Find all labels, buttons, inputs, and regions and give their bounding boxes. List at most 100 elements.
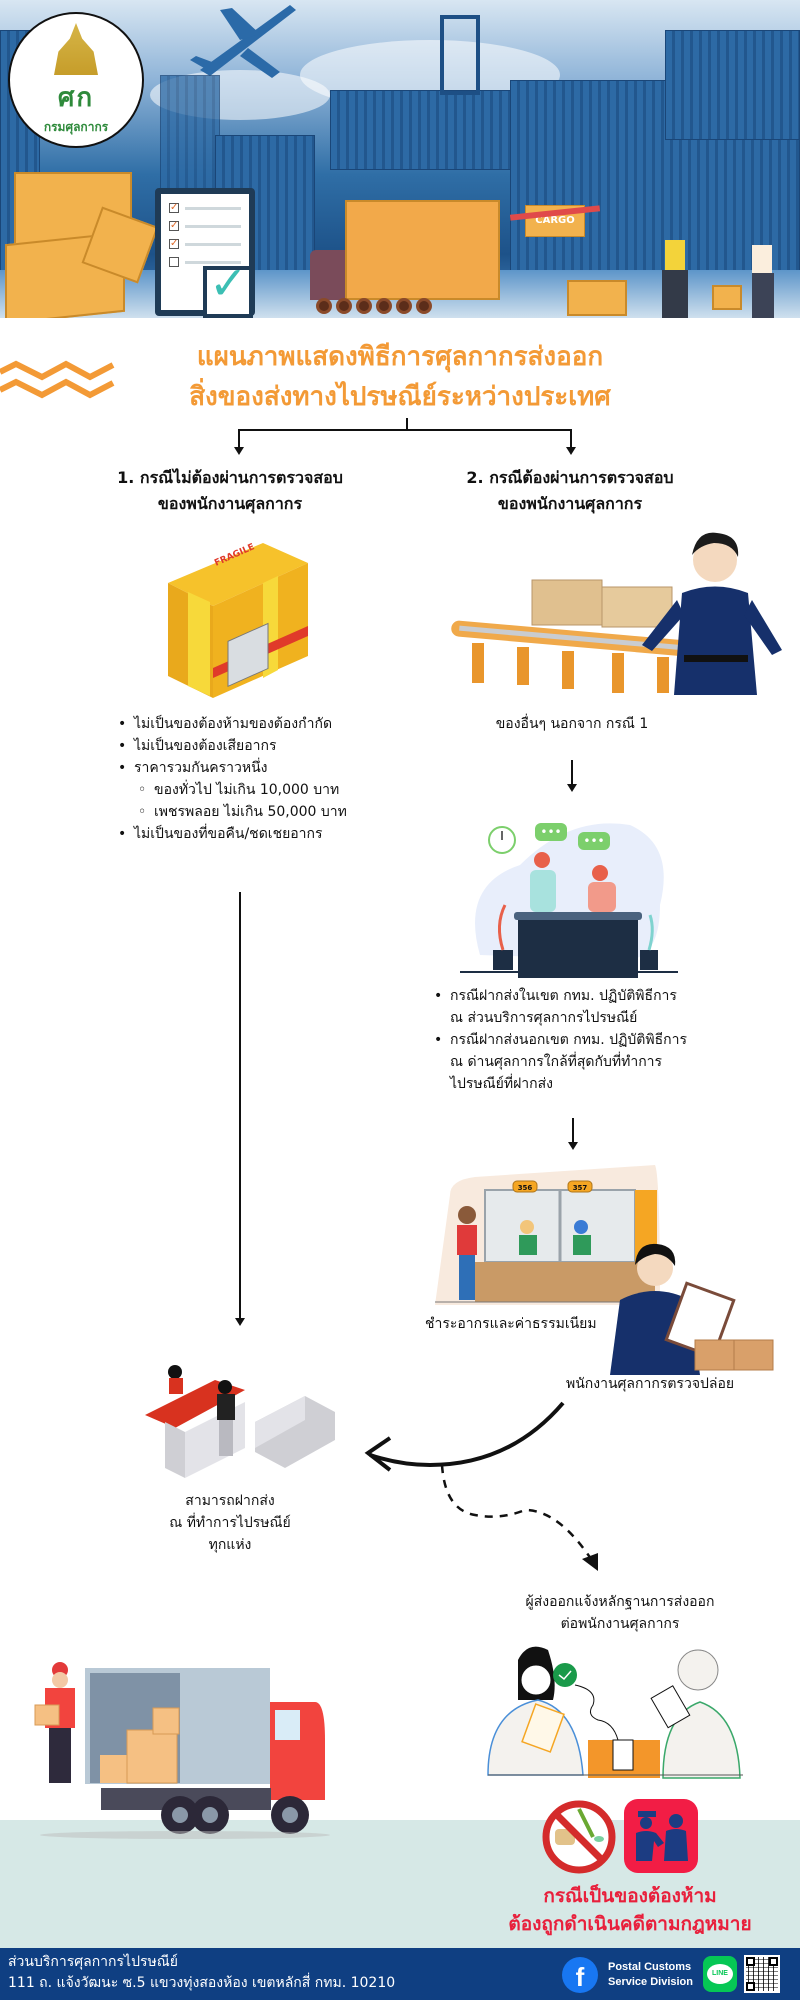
post-office-counter-illustration [145, 1365, 335, 1478]
case-2-heading: 2. กรณีต้องผ่านการตรวจสอบ ของพนักงานศุลก… [400, 465, 740, 517]
flow-line [572, 1118, 574, 1144]
procedure-text: ไปรษณีย์ที่ฝากส่ง [450, 1076, 554, 1092]
warning-line-1: กรณีเป็นของต้องห้าม [543, 1885, 717, 1907]
dashed-curve-arrow [440, 1464, 597, 1566]
line-app-icon[interactable]: LINE [703, 1956, 737, 1992]
svg-text:•••: ••• [540, 825, 561, 839]
prohibited-drugs-icon [542, 1800, 616, 1874]
arrow-down-icon [566, 447, 576, 455]
solid-curve-arrow [369, 1401, 565, 1468]
branch-bar [238, 429, 572, 431]
facebook-label-line: Service Division [608, 1976, 693, 1988]
arrow-down-icon [568, 1142, 578, 1150]
arrow-down-icon [567, 784, 577, 792]
arrow-down-icon [234, 447, 244, 455]
post-office-line: สามารถฝากส่ง [185, 1493, 275, 1509]
worker-vest [665, 240, 685, 270]
logo-mark: ศก [57, 83, 95, 113]
check-card: ✓ [203, 260, 253, 318]
post-office-caption: สามารถฝากส่ง ณ ที่ทำการไปรษณีย์ ทุกแห่ง [130, 1490, 330, 1556]
conveyor-officer-illustration [451, 532, 782, 695]
title-line-1: แผนภาพแสดงพิธีการศุลกากรส่งออก [196, 342, 604, 372]
facebook-label-line: Postal Customs [608, 1961, 692, 1973]
branch-right-line [570, 429, 572, 449]
exporter-notice-caption: ผู้ส่งออกแจ้งหลักฐานการส่งออก ต่อพนักงาน… [480, 1591, 760, 1635]
condition-item: ไม่เป็นของต้องห้ามของต้องกำกัด [116, 713, 436, 735]
case-1-heading-line-2: ของพนักงานศุลกากร [157, 494, 303, 513]
line-label: LINE [707, 1964, 733, 1984]
truck-container [345, 200, 500, 300]
condition-item: ราคารวมกันคราวหนึ่ง [116, 757, 436, 779]
other-goods-caption: ของอื่นๆ นอกจาก กรณี 1 [495, 716, 649, 732]
procedure-text: กรณีฝากส่งนอกเขต กทม. ปฏิบัติพิธีการ [450, 1032, 687, 1048]
case-1-heading-line-1: 1. กรณีไม่ต้องผ่านการตรวจสอบ [117, 468, 343, 487]
svg-text:356: 356 [518, 1184, 533, 1192]
exporter-notice-line: ต่อพนักงานศุลกากร [560, 1616, 680, 1632]
condition-item: ไม่เป็นของที่ขอคืน/ชดเชยอากร [116, 823, 436, 845]
procedure-item: กรณีฝากส่งนอกเขต กทม. ปฏิบัติพิธีการ ณ ด… [432, 1029, 762, 1095]
case-2-heading-line-2: ของพนักงานศุลกากร [497, 494, 643, 513]
truck-cab [310, 250, 350, 300]
consultation-illustration: ••• ••• [460, 823, 678, 978]
price-limit-item: ของทั่วไป ไม่เกิน 10,000 บาท [116, 779, 436, 801]
warning-line-2: ต้องถูกดำเนินคดีตามกฎหมาย [508, 1913, 752, 1935]
delivery-truck-illustration [34, 1662, 330, 1839]
post-office-line: ณ ที่ทำการไปรษณีย์ [169, 1515, 291, 1531]
case-1-flow-line [239, 892, 241, 1322]
exporter-officer-illustration [487, 1646, 743, 1779]
flow-curves [364, 1401, 598, 1571]
arrow-head-down-icon [582, 1553, 598, 1571]
parcel-box [567, 280, 627, 316]
officer-release-caption: พนักงานศุลกากรตรวจปล่อย [566, 1376, 735, 1392]
customs-officer-illustration [610, 1243, 774, 1375]
branch-stem [406, 418, 408, 430]
exporter-notice-line: ผู้ส่งออกแจ้งหลักฐานการส่งออก [525, 1594, 715, 1610]
worker-legs [662, 270, 688, 318]
svg-text:•••: ••• [583, 834, 604, 848]
payment-counter-illustration: 356 357 [435, 1165, 660, 1305]
post-office-line: ทุกแห่ง [208, 1537, 252, 1553]
trolley-box [712, 285, 742, 310]
worker-shirt [752, 245, 772, 273]
worker-legs [752, 273, 774, 318]
procedure-text: ณ ส่วนบริการศุลกากรไปรษณีย์ [450, 1010, 638, 1026]
procedure-item: กรณีฝากส่งในเขต กทม. ปฏิบัติพิธีการ ณ ส่… [432, 985, 762, 1029]
logo-text: กรมศุลกากร [43, 120, 109, 134]
flow-line [571, 760, 573, 786]
price-limit-item: เพชรพลอย ไม่เกิน 50,000 บาท [116, 801, 436, 823]
footer-org: ส่วนบริการศุลกากรไปรษณีย์ [8, 1954, 178, 1970]
arrow-head-left-icon [364, 1436, 392, 1472]
footer-contact: ส่วนบริการศุลกากรไปรษณีย์ 111 ถ. แจ้งวัฒ… [8, 1952, 395, 1994]
pay-duty-caption: ชำระอากรและค่าธรรมเนียม [425, 1316, 597, 1332]
page-title: แผนภาพแสดงพิธีการศุลกากรส่งออก สิ่งของส่… [100, 337, 700, 417]
svg-text:357: 357 [573, 1184, 588, 1192]
case-2-heading-line-1: 2. กรณีต้องผ่านการตรวจสอบ [466, 468, 674, 487]
facebook-page-link[interactable]: Postal Customs Service Division [608, 1960, 693, 1990]
procedure-text: ณ ด่านศุลกากรใกล้ที่สุดกับที่ทำการ [450, 1054, 663, 1070]
crane-frame [440, 15, 480, 95]
condition-item: ไม่เป็นของต้องเสียอากร [116, 735, 436, 757]
footer: ส่วนบริการศุลกากรไปรษณีย์ 111 ถ. แจ้งวัฒ… [0, 1948, 800, 2000]
airplane-icon [190, 5, 296, 78]
facebook-icon[interactable]: f [562, 1957, 598, 1993]
logo-crown-icon [54, 23, 98, 75]
case-1-heading: 1. กรณีไม่ต้องผ่านการตรวจสอบ ของพนักงานศ… [60, 465, 400, 517]
truck-wheels [316, 298, 432, 314]
container-stack [665, 30, 800, 140]
title-line-2: สิ่งของส่งทางไปรษณีย์ระหว่างประเทศ [189, 382, 611, 412]
checkmark-icon: ✓ [209, 256, 248, 310]
footer-address: 111 ถ. แจ้งวัฒนะ ซ.5 แขวงทุ่งสองห้อง เขต… [8, 1975, 396, 1991]
container-stack [330, 90, 530, 170]
fragile-parcel-icon: FRAGILE [168, 542, 308, 698]
branch-left-line [238, 429, 240, 449]
line-qr-code[interactable] [744, 1955, 780, 1993]
zigzag-decoration-icon [0, 360, 115, 399]
case-2-procedures: กรณีฝากส่งในเขต กทม. ปฏิบัติพิธีการ ณ ส่… [432, 985, 762, 1095]
hero-banner: ศก กรมศุลกากร ✓ ✓ ✓ ✓ CARGO [0, 0, 800, 318]
arrow-down-icon [235, 1318, 245, 1326]
prohibited-warning: กรณีเป็นของต้องห้าม ต้องถูกดำเนินคดีตามก… [470, 1882, 790, 1938]
arrest-icon [624, 1799, 698, 1873]
case-1-conditions: ไม่เป็นของต้องห้ามของต้องกำกัด ไม่เป็นขอ… [116, 713, 436, 845]
procedure-text: กรณีฝากส่งในเขต กทม. ปฏิบัติพิธีการ [450, 988, 677, 1004]
customs-logo: ศก กรมศุลกากร [8, 12, 144, 148]
